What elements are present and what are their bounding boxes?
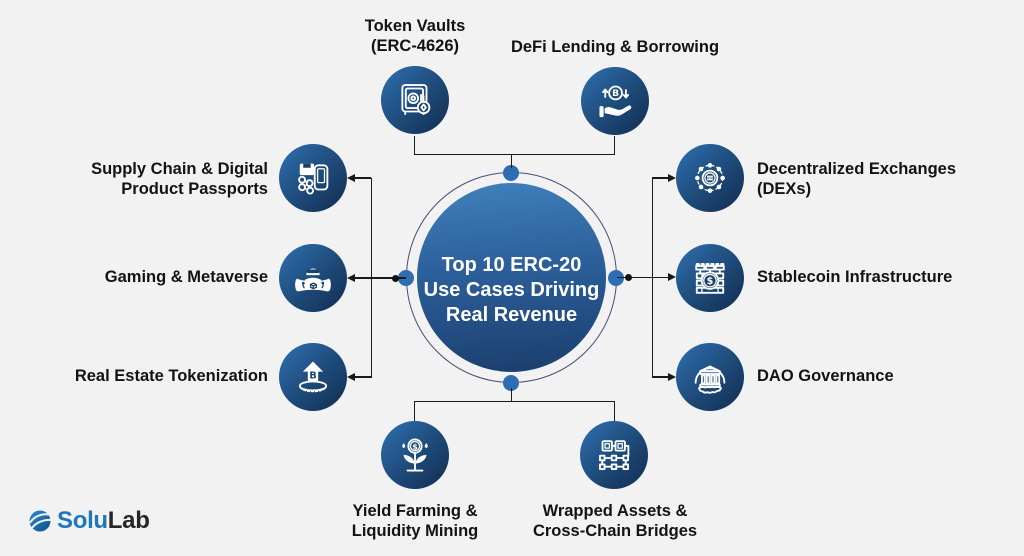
svg-text:B: B [612, 88, 619, 99]
label-defi-lending: DeFi Lending & Borrowing [495, 38, 735, 58]
node-bubble-dao [676, 343, 744, 411]
network-coin-icon [695, 163, 725, 193]
node-bubble-wrapped-assets [580, 421, 648, 489]
node-bubble-token-vaults [381, 66, 449, 134]
passport-chain-icon [298, 163, 329, 195]
label-line: DeFi Lending & Borrowing [510, 38, 720, 56]
connector-line [613, 136, 615, 154]
arrowhead-left [347, 372, 355, 381]
node-bubble-gaming [279, 244, 347, 312]
junction-dot [624, 274, 632, 281]
hub-dot-bottom [503, 374, 519, 391]
connector-line [413, 136, 415, 154]
label-dex: Decentralized Exchanges (DEXs) [757, 160, 987, 199]
node-bubble-defi-lending: B [581, 67, 649, 135]
connector-line [354, 177, 371, 179]
label-line: Cross-Chain Bridges [532, 521, 698, 540]
label-line: Yield Farming & [352, 502, 478, 520]
label-line: DAO Governance [757, 367, 894, 385]
connector-line [510, 388, 513, 401]
label-real-estate: Real Estate Tokenization [28, 367, 268, 387]
vault-safe-icon [401, 84, 431, 115]
solulab-logo: SoluLab [28, 507, 150, 535]
dollar-structure-icon: $ [695, 263, 725, 294]
node-bubble-stablecoin: $ [676, 244, 744, 312]
house-token-icon: B [298, 361, 328, 393]
label-line: Decentralized Exchanges [757, 160, 956, 178]
hub-title-line1: Top 10 ERC-20 [441, 254, 582, 276]
label-line: (DEXs) [757, 179, 812, 198]
connector-line [413, 402, 415, 421]
node-bubble-dex [676, 144, 744, 212]
logo-text-lab: Lab [107, 507, 150, 534]
hub-dot-top [503, 164, 519, 181]
connector-line [414, 153, 615, 155]
label-line: Token Vaults [364, 17, 466, 35]
label-line: Supply Chain & Digital [91, 160, 268, 178]
hand-bitcoin-icon: B [599, 85, 632, 118]
connector-line [510, 153, 513, 168]
label-supply-chain: Supply Chain & Digital Product Passports [48, 160, 268, 199]
solulab-sphere-icon [28, 510, 51, 532]
coin-plant-icon: $ [402, 438, 428, 472]
vr-map-icon [295, 268, 331, 292]
svg-text:B: B [309, 370, 316, 381]
label-line: Stablecoin Infrastructure [757, 268, 953, 286]
label-line: Product Passports [121, 179, 268, 198]
label-gaming: Gaming & Metaverse [48, 268, 268, 288]
node-bubble-yield-farming: $ [381, 421, 449, 489]
hub-title-line2: Use Cases Driving [423, 279, 600, 301]
logo-wordmark: SoluLab [57, 507, 150, 535]
hub-title-circle: Top 10 ERC-20 Use Cases Driving Real Rev… [417, 183, 606, 372]
connector-line [613, 402, 615, 421]
connector-line [652, 177, 668, 179]
arrowhead-right [668, 173, 676, 182]
label-line: Liquidity Mining [351, 521, 479, 540]
hub-dot-left [398, 269, 414, 286]
label-dao: DAO Governance [757, 367, 957, 387]
bank-building-icon [694, 365, 726, 394]
connector-line [617, 276, 668, 279]
label-token-vaults: Token Vaults (ERC-4626) [315, 17, 515, 56]
hub-title-line3: Real Revenue [445, 304, 578, 326]
label-line: Real Estate Tokenization [74, 367, 268, 385]
linked-blocks-icon [599, 440, 630, 470]
label-line: Gaming & Metaverse [104, 268, 268, 286]
connector-line [354, 277, 406, 279]
label-line: (ERC-4626) [370, 36, 460, 55]
label-stablecoin: Stablecoin Infrastructure [757, 268, 987, 288]
svg-text:$: $ [412, 442, 418, 451]
logo-text-solu: Solu [57, 507, 108, 534]
arrowhead-right [668, 272, 676, 281]
arrowhead-left [347, 173, 355, 182]
junction-dot [391, 274, 399, 282]
label-wrapped-assets: Wrapped Assets & Cross-Chain Bridges [490, 502, 740, 541]
node-bubble-supply-chain [279, 144, 347, 212]
hub-dot-right [608, 269, 624, 286]
svg-text:$: $ [707, 276, 714, 287]
label-yield-farming: Yield Farming & Liquidity Mining [315, 502, 515, 541]
arrowhead-right [668, 372, 676, 381]
arrowhead-left [347, 273, 355, 282]
node-bubble-real-estate: B [279, 343, 347, 411]
connector-line [414, 400, 615, 402]
connector-line [354, 376, 371, 378]
connector-line [652, 376, 668, 378]
label-line: Wrapped Assets & [542, 502, 688, 520]
